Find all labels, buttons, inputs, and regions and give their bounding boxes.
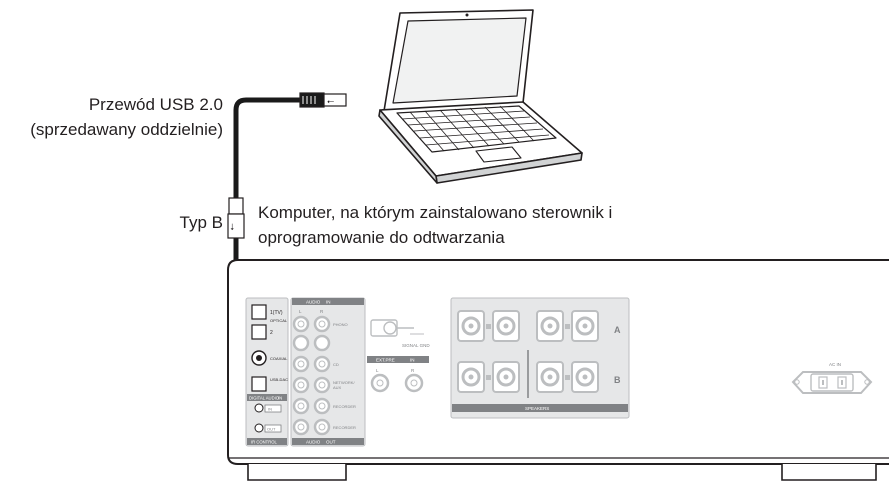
audio-in-header: AUDIO (306, 300, 321, 305)
keyboard-keys (401, 105, 550, 152)
ac-in-label: AC IN (829, 362, 841, 367)
computer-callout-line-2: oprogramowanie do odtwarzania (258, 228, 505, 247)
foot-right (781, 464, 877, 481)
usb-cable-upper (233, 97, 300, 198)
optical-1-jack (251, 304, 267, 320)
ext-pre-section: EXT.PRE IN L R (367, 356, 429, 393)
foot-left (247, 464, 347, 481)
analog-audio-section: AUDIO IN L R PHONO CD NETWORK/ (290, 297, 366, 447)
computer-callout: Komputer, na którym zainstalowano sterow… (258, 200, 612, 250)
network-label: NETWORK/ (333, 380, 355, 385)
usb-cable-callout-line-2: (sprzedawany oddzielnie) (30, 120, 223, 139)
speakers-label: SPEAKERS (525, 406, 549, 411)
optical-1-label: 1(TV) (270, 310, 283, 316)
usb-dac-label: USB-DAC (270, 377, 288, 382)
usb-type-b-callout: Typ B (179, 213, 223, 232)
digital-audio-bar (247, 394, 287, 401)
network-label-2: AUX (333, 385, 342, 390)
audio-in-dir: IN (326, 300, 331, 305)
usb-type-a-plug: ⭠ (299, 92, 347, 108)
usb-symbol-icon: ⭣ (230, 222, 234, 232)
usb-dac-jack (251, 376, 267, 392)
speaker-b-label: B (614, 375, 621, 385)
ext-pre-label: EXT.PRE (376, 358, 395, 363)
ir-in-label: IN (268, 407, 272, 412)
ir-control-label: IR CONTROL (251, 440, 277, 445)
audio-out-dir: OUT (326, 440, 336, 445)
laptop-touchpad (475, 146, 522, 163)
usb-type-b-plug: ⭣ (227, 197, 245, 239)
right-channel-mark: R (320, 309, 324, 314)
signal-gnd-label: SIGNAL GND (402, 343, 430, 348)
digital-audio-dir: IN (278, 396, 282, 401)
laptop-illustration (378, 9, 583, 184)
webcam-icon (465, 13, 469, 17)
left-channel-mark: L (299, 309, 302, 314)
recorder-out-label: RECORDER (333, 425, 356, 430)
ac-inlet: AC IN (791, 362, 873, 394)
speakers-section: A B SPEAKERS (450, 297, 630, 419)
ir-out-label: OUT (267, 427, 276, 432)
recorder-in-label: RECORDER (333, 404, 356, 409)
coaxial-label: COAXIAL (270, 356, 288, 361)
optical-group-label: OPTICAL (270, 318, 288, 323)
laptop-screen (392, 17, 527, 104)
optical-2-jack (251, 324, 267, 340)
cd-label: CD (333, 362, 339, 367)
digital-audio-label: DIGITAL AUDIO (249, 396, 280, 401)
signal-gnd-terminal: SIGNAL GND (370, 319, 430, 348)
laptop-keyboard (396, 105, 557, 153)
phono-label: PHONO (333, 322, 348, 327)
usb-symbol-icon: ⭠ (327, 96, 334, 106)
ext-pre-left-mark: L (376, 368, 379, 373)
ext-pre-dir: IN (410, 358, 415, 363)
computer-callout-line-1: Komputer, na którym zainstalowano sterow… (258, 203, 613, 222)
speaker-a-label: A (614, 325, 621, 335)
usb-cable-callout-line-1: Przewód USB 2.0 (88, 95, 223, 114)
usb-cable-callout: Przewód USB 2.0 (sprzedawany oddzielnie) (30, 92, 223, 142)
ext-pre-right-mark: R (411, 368, 415, 373)
audio-out-header: AUDIO (306, 440, 321, 445)
digital-audio-section: 1(TV) OPTICAL 2 COAXIAL USB-DAC DIGITAL … (245, 297, 289, 447)
optical-2-label: 2 (270, 330, 273, 336)
laptop-base-side (378, 109, 438, 184)
amplifier-rear-panel: 1(TV) OPTICAL 2 COAXIAL USB-DAC DIGITAL … (227, 259, 889, 481)
